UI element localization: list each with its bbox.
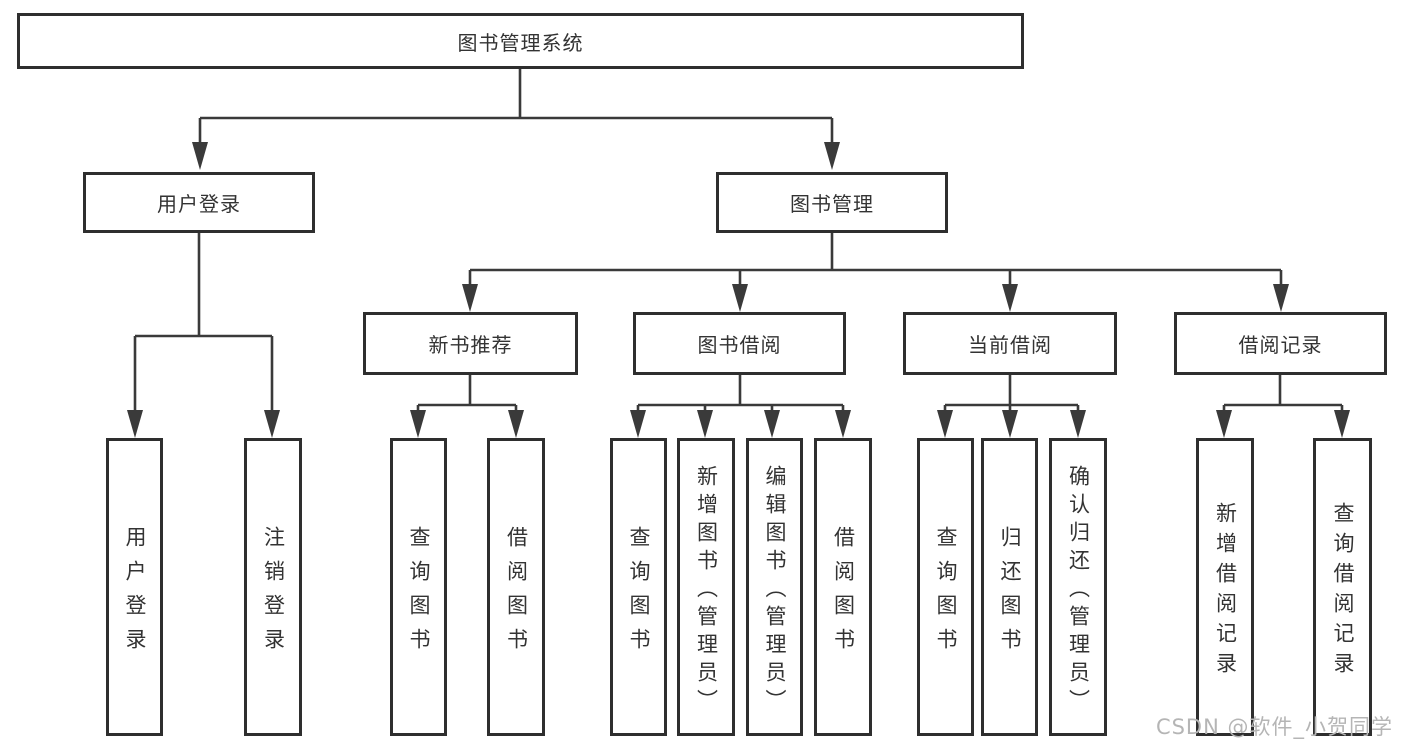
leaf-query-books-recommend-label: 查询图书: [407, 525, 431, 662]
leaf-logout: 注销登录: [244, 438, 302, 736]
node-book-management-label: 图书管理: [790, 192, 874, 216]
leaf-query-books-current: 查询图书: [917, 438, 974, 736]
node-library-system: 图书管理系统: [17, 13, 1024, 69]
leaf-logout-label: 注销登录: [261, 525, 286, 662]
leaf-add-book-admin: 新增图书（管理员）: [677, 438, 735, 736]
node-book-borrowing-label: 图书借阅: [697, 333, 782, 357]
leaf-add-borrow-record-label: 新增借阅记录: [1213, 501, 1238, 682]
node-library-system-label: 图书管理系统: [457, 30, 584, 55]
leaf-confirm-return-admin-label: 确认归还（管理员）: [1066, 464, 1091, 717]
node-book-management: 图书管理: [716, 172, 948, 233]
leaf-query-books-borrowing: 查询图书: [610, 438, 667, 736]
watermark: CSDN @软件_小贺同学: [1155, 715, 1393, 739]
leaf-borrow-books: 借阅图书: [814, 438, 872, 736]
leaf-edit-book-admin: 编辑图书（管理员）: [746, 438, 803, 736]
leaf-query-books-current-label: 查询图书: [934, 525, 958, 662]
leaf-user-login-label: 用户登录: [123, 525, 147, 662]
leaf-query-books-borrowing-label: 查询图书: [627, 525, 651, 662]
leaf-borrow-books-recommend: 借阅图书: [487, 438, 545, 736]
connector-wires: [133, 69, 1344, 412]
node-borrowing-records-label: 借阅记录: [1238, 333, 1323, 357]
node-user-login: 用户登录: [83, 172, 315, 233]
node-borrowing-records: 借阅记录: [1174, 312, 1387, 375]
arrowheads: [127, 142, 1350, 438]
leaf-add-borrow-record: 新增借阅记录: [1196, 438, 1254, 736]
node-user-login-label: 用户登录: [157, 192, 241, 216]
leaf-query-borrow-record: 查询借阅记录: [1313, 438, 1372, 736]
leaf-edit-book-admin-label: 编辑图书（管理员）: [763, 464, 787, 717]
leaf-query-books-recommend: 查询图书: [390, 438, 447, 736]
leaf-add-book-admin-label: 新增图书（管理员）: [694, 464, 719, 717]
node-current-borrowing: 当前借阅: [903, 312, 1117, 375]
node-new-book-recommendation-label: 新书推荐: [428, 333, 513, 357]
leaf-user-login: 用户登录: [106, 438, 163, 736]
leaf-confirm-return-admin: 确认归还（管理员）: [1049, 438, 1107, 736]
leaf-return-books: 归还图书: [981, 438, 1038, 736]
leaf-borrow-books-label: 借阅图书: [831, 525, 856, 662]
leaf-return-books-label: 归还图书: [998, 525, 1022, 662]
leaf-query-borrow-record-label: 查询借阅记录: [1331, 501, 1355, 682]
node-current-borrowing-label: 当前借阅: [968, 333, 1052, 357]
leaf-borrow-books-recommend-label: 借阅图书: [504, 525, 529, 662]
node-book-borrowing: 图书借阅: [633, 312, 846, 375]
node-new-book-recommendation: 新书推荐: [363, 312, 578, 375]
